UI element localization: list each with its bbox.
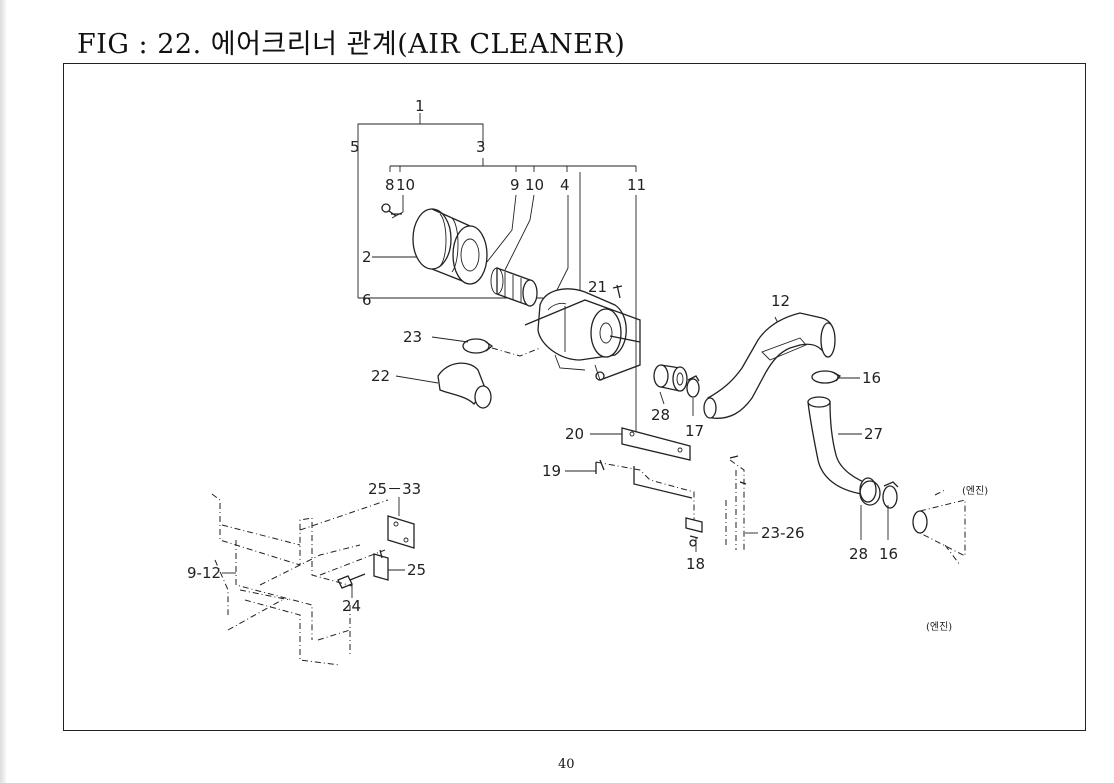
hose-clamp-16b [882,481,899,509]
callout-25-33: 25－33 [368,480,421,498]
callout-2: 2 [362,248,372,266]
bracket-23-26 [725,455,747,550]
callout-tree-lines [222,113,889,598]
connector-hose-28a [653,364,688,392]
callout-20: 20 [565,425,584,443]
elbow-hose-22 [437,347,541,409]
hose-clamp-23 [462,338,494,354]
bracket-19 [595,459,695,520]
callout-9: 9 [510,176,520,194]
callout-28a: 28 [651,406,670,424]
connector-hose-28b [859,480,881,506]
callout-6: 6 [362,291,372,309]
bracket-18 [685,517,703,547]
hose-27 [807,396,877,503]
callout-11: 11 [627,176,646,194]
callout-27: 27 [864,425,883,443]
outer-filter-element-2 [412,208,488,285]
callout-21: 21 [588,278,607,296]
page-number: 40 [558,757,575,772]
callout-28b: 28 [849,545,868,563]
callout-24: 24 [342,597,361,615]
callout-22: 22 [371,367,390,385]
diagram-frame [63,63,1086,731]
callout-12: 12 [771,292,790,310]
callout-4: 4 [560,176,570,194]
air-cleaner-body-4 [524,288,641,381]
inner-filter-element-9 [490,267,538,307]
callout-8: 8 [385,176,395,194]
callout-10b: 10 [525,176,544,194]
callout-16b: 16 [879,545,898,563]
callout-10a: 10 [396,176,415,194]
bolt-21 [612,284,623,299]
callout-labels: 1 5 3 8 10 9 10 4 11 2 21 6 12 23 22 16 … [187,97,988,633]
bracket-20 [621,427,691,461]
callout-19: 19 [542,462,561,480]
engine-note-a: (엔진) [962,485,988,497]
bolt-24 [337,573,366,589]
callout-3: 3 [476,138,486,156]
chassis-frame-9-12 [211,493,389,666]
callout-23: 23 [403,328,422,346]
callout-16a: 16 [862,369,881,387]
callout-23-26: 23-26 [761,524,805,542]
callout-17: 17 [685,422,704,440]
mounting-bracket-25-33 [387,515,415,549]
callout-25: 25 [407,561,426,579]
hose-clamp-17 [686,375,700,398]
bracket-25 [373,549,389,581]
hose-clamp-16a [811,370,842,384]
engine-inlet [912,489,966,566]
wing-bolt-8 [381,203,402,217]
engine-note-b: (엔진) [926,621,952,633]
callout-18: 18 [686,555,705,573]
callout-1: 1 [415,97,425,115]
page-title: FIG : 22. 에어크리너 관계(AIR CLEANER) [77,29,626,60]
intake-pipe-12 [703,312,836,419]
scan-edge [0,0,6,783]
callout-5: 5 [350,138,360,156]
callout-9-12: 9-12 [187,564,221,582]
